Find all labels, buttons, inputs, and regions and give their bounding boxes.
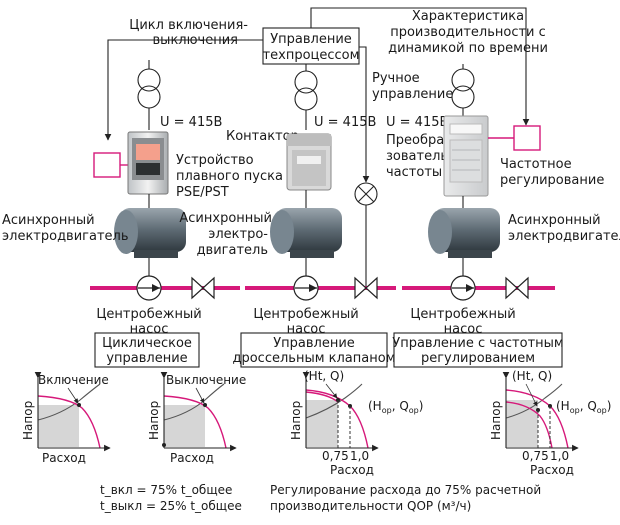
graph-frequency-op: (Hop, Qop) — [556, 399, 611, 415]
motor-left — [114, 194, 186, 258]
manual-label-line1: Ручное — [372, 71, 420, 86]
pump-right — [450, 258, 476, 301]
svg-text:Циклическое: Циклическое — [102, 336, 192, 351]
soft-starter-line2: плавного пуска — [176, 169, 283, 184]
graph-frequency-tick075: 0,75 — [522, 449, 549, 463]
characteristic-line3: динамикой по времени — [388, 41, 548, 56]
note-regulation-line2: производительности QOP (м³/ч) — [270, 499, 471, 513]
characteristic-line1: Характеристика — [412, 9, 524, 24]
transformer-left — [137, 60, 161, 130]
mode-box-cyclic: Циклическое управление — [94, 332, 200, 368]
motor-right — [428, 196, 500, 258]
graph-throttle-tick075: 0,75 — [322, 449, 349, 463]
voltage-left: U = 415В — [160, 115, 222, 130]
process-control-box: Управление техпроцессом — [262, 27, 360, 65]
valve-right — [505, 276, 529, 300]
graph-frequency-xlabel: Расход — [530, 463, 574, 477]
motor-right-line2: электродвигатель — [508, 229, 620, 244]
freq-control-line1: Частотное — [500, 157, 572, 172]
graph-throttle-xlabel: Расход — [330, 463, 374, 477]
valve-left — [191, 276, 215, 300]
frequency-converter-device — [443, 115, 489, 197]
graph-off-xlabel: Расход — [170, 451, 214, 465]
process-control-line1: Управление — [270, 32, 352, 47]
graph-throttle-ht: (Ht, Q) — [304, 369, 344, 383]
graph-off-title: Выключение — [166, 373, 246, 387]
pump-left — [136, 258, 162, 301]
frequency-controller-box — [513, 125, 541, 151]
contactor-label: Контактор — [226, 129, 299, 144]
characteristic-line2: производительности с — [390, 25, 546, 40]
motor-right-line1: Асинхронный — [508, 213, 601, 228]
note-regulation-line1: Регулирование расхода до 75% расчетной — [270, 483, 541, 497]
converter-line3: частоты — [386, 165, 442, 180]
svg-text:управление: управление — [106, 351, 187, 366]
graph-on: Включение Напор Расход — [21, 372, 111, 465]
graph-throttle: (Ht, Q) Напор 0,75 1,0 Расход (Hop, Qop) — [289, 369, 423, 477]
motor-left-line1: Асинхронный — [2, 213, 95, 228]
valve-middle — [354, 276, 378, 300]
graph-on-xlabel: Расход — [42, 451, 86, 465]
motor-middle — [270, 190, 342, 258]
motor-middle-line3: двигатель — [197, 243, 268, 258]
motor-middle-line2: электро- — [208, 227, 268, 242]
graph-off: Выключение Напор Расход — [147, 372, 246, 465]
converter-line2: зователь — [386, 149, 448, 164]
note-t-off: t_выкл = 25% t_общее — [100, 499, 242, 513]
pump-middle — [293, 258, 319, 301]
throttle-actuator — [354, 182, 378, 288]
graph-throttle-op: (Hop, Qop) — [368, 399, 423, 415]
mode-box-throttle: Управление дроссельным клапаном — [232, 332, 396, 368]
manual-signal-arrow — [359, 46, 370, 183]
motor-middle-line1: Асинхронный — [179, 211, 272, 226]
svg-text:Управление: Управление — [273, 336, 355, 351]
pump-middle-line1: Центробежный — [253, 307, 358, 322]
soft-starter-device — [127, 131, 169, 195]
manual-label-line2: управление — [372, 87, 453, 102]
graph-throttle-ylabel: Напор — [289, 401, 303, 440]
svg-text:регулированием: регулированием — [421, 351, 535, 366]
process-control-line2: техпроцессом — [263, 48, 360, 63]
note-t-on: t_вкл = 75% t_общее — [100, 483, 232, 497]
soft-starter-line3: PSE/PST — [176, 185, 229, 200]
freq-control-line2: регулирование — [500, 173, 604, 188]
pump-right-line1: Центробежный — [410, 307, 515, 322]
cycle-label-line1: Цикл включения- — [129, 18, 248, 33]
pump-left-line1: Центробежный — [96, 307, 201, 322]
characteristic-signal-arrow — [310, 7, 530, 126]
graph-frequency-ht: (Ht, Q) — [512, 369, 552, 383]
voltage-right: U = 415В — [386, 115, 448, 130]
transformer-middle — [294, 64, 318, 130]
graph-frequency-tick10: 1,0 — [550, 449, 569, 463]
motor-left-line2: электродвигатель — [2, 229, 129, 244]
graph-frequency-ylabel: Напор — [489, 401, 503, 440]
graph-on-title: Включение — [38, 373, 109, 387]
converter-line1: Преобра- — [386, 133, 449, 148]
svg-text:дроссельным клапаном: дроссельным клапаном — [232, 351, 395, 366]
graph-throttle-tick10: 1,0 — [350, 449, 369, 463]
graph-on-ylabel: Напор — [21, 401, 35, 440]
soft-starter-line1: Устройство — [176, 153, 254, 168]
graph-off-ylabel: Напор — [147, 401, 161, 440]
cycle-signal-arrow — [104, 39, 263, 141]
cycle-controller-box — [93, 152, 121, 178]
contactor-device — [286, 133, 332, 191]
graph-frequency: (Ht, Q) Напор 0,75 1,0 Расход (Hop, Qop) — [489, 369, 611, 477]
svg-text:Управление с частотным: Управление с частотным — [392, 336, 563, 351]
transformer-right — [451, 64, 475, 116]
mode-box-frequency: Управление с частотным регулированием — [392, 332, 564, 368]
voltage-middle: U = 415В — [314, 115, 376, 130]
